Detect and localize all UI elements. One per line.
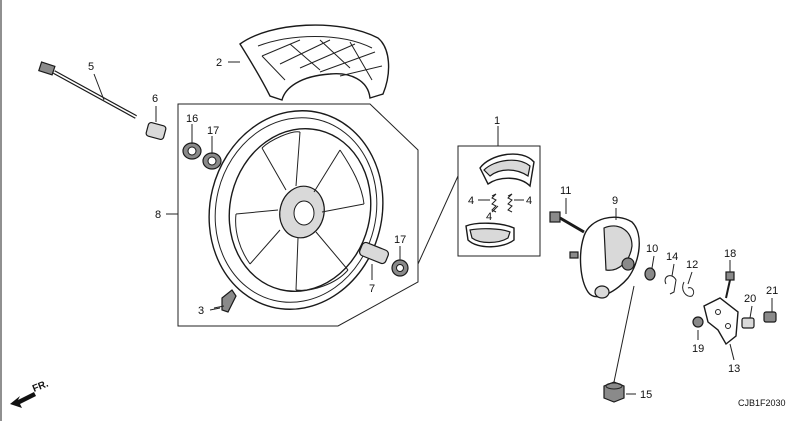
brake-panel-part <box>569 216 640 299</box>
axle-part <box>38 61 137 119</box>
callout-8: 8 <box>155 209 161 221</box>
callout-17-top: 17 <box>207 125 219 137</box>
drawing-code: CJB1F2030 <box>738 398 786 408</box>
callout-4-mid: 4 <box>486 211 492 223</box>
wheel-rim-part <box>208 110 384 310</box>
collar-20-part <box>741 317 755 329</box>
bearing-16-part <box>182 142 202 160</box>
callout-2: 2 <box>216 57 222 69</box>
bolt-21-part <box>763 311 777 323</box>
valve-part <box>213 289 237 313</box>
callout-21: 21 <box>766 285 778 297</box>
brake-shoe-upper-part <box>479 153 535 188</box>
callout-4-left: 4 <box>468 195 474 207</box>
spring-12-part <box>682 281 695 297</box>
callout-6: 6 <box>152 93 158 105</box>
callout-7: 7 <box>369 283 375 295</box>
callout-20: 20 <box>744 293 756 305</box>
callout-1: 1 <box>494 115 500 127</box>
tire-part <box>239 24 390 101</box>
callout-18: 18 <box>724 248 736 260</box>
front-direction-indicator: FR. <box>10 378 50 408</box>
spring-part <box>491 193 513 213</box>
nut-15-part <box>603 381 625 403</box>
arm-13-part <box>703 297 739 346</box>
callouts: 2 5 6 16 17 8 3 7 17 1 4 4 4 11 9 10 14 … <box>88 57 778 401</box>
callout-14: 14 <box>666 251 678 263</box>
callout-15: 15 <box>640 389 652 401</box>
callout-9: 9 <box>612 195 618 207</box>
bearing-17-part <box>202 152 222 170</box>
bearing-17b-part <box>391 259 409 277</box>
callout-5: 5 <box>88 61 94 73</box>
arrow-icon <box>10 392 36 408</box>
spacer-part <box>359 241 389 265</box>
nut-19-part <box>692 316 704 328</box>
wheel-group-box <box>177 103 419 327</box>
bolt-18-part <box>725 271 735 299</box>
direction-label: FR. <box>31 378 50 394</box>
leader-lines <box>93 61 773 395</box>
callout-17-lower: 17 <box>394 234 406 246</box>
callout-16: 16 <box>186 113 198 125</box>
callout-12: 12 <box>686 259 698 271</box>
shoe-link-line <box>417 175 459 265</box>
brake-shoe-box <box>457 145 541 257</box>
indicator-14-part <box>664 275 677 295</box>
callout-3: 3 <box>198 305 204 317</box>
brake-shoe-lower-part <box>465 222 515 248</box>
callout-19: 19 <box>692 343 704 355</box>
callout-4-right: 4 <box>526 195 532 207</box>
callout-10: 10 <box>646 243 658 255</box>
seal-10-part <box>644 267 656 281</box>
callout-13: 13 <box>728 363 740 375</box>
collar-part <box>145 121 167 141</box>
callout-11: 11 <box>560 185 571 197</box>
cam-bolt-part <box>549 211 585 234</box>
